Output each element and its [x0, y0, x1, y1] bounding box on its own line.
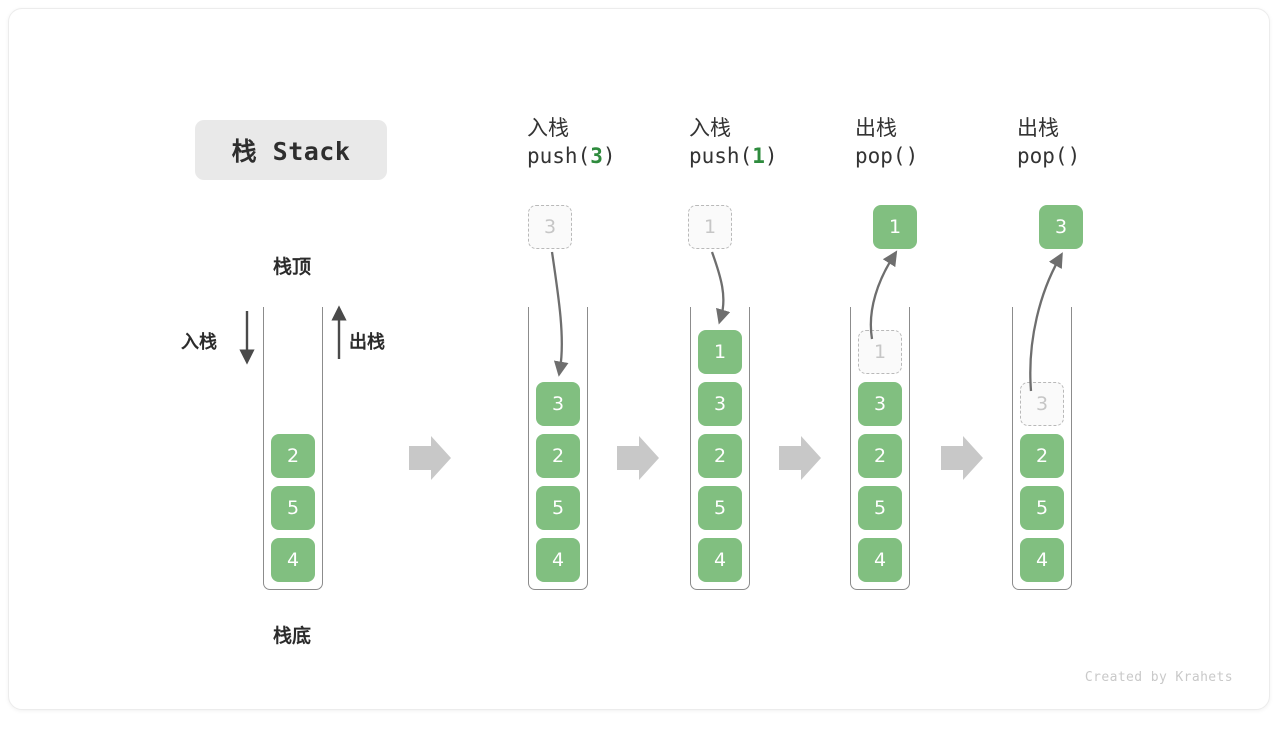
column-header-code: pop() — [855, 143, 919, 168]
stack-cell: 2 — [698, 434, 742, 478]
column-header-pop-1: 出栈 pop() — [855, 115, 918, 170]
stack-cell: 4 — [698, 538, 742, 582]
stack-cell: 1 — [698, 330, 742, 374]
column-header-cn: 入栈 — [527, 116, 569, 140]
stack-cell: 4 — [271, 538, 315, 582]
column-header-cn: 入栈 — [689, 116, 731, 140]
column-header-code: push(1) — [689, 143, 778, 168]
stack-cell: 4 — [536, 538, 580, 582]
stack-container-push-3 — [528, 307, 588, 590]
stack-cell: 2 — [1020, 434, 1064, 478]
popped-cell-1: 1 — [873, 205, 917, 249]
stack-top-label: 栈顶 — [272, 256, 311, 278]
step-arrow-icon — [941, 436, 983, 480]
title-badge: 栈 Stack — [195, 120, 387, 180]
column-header-code: push(3) — [527, 143, 616, 168]
credit-text: Created by Krahets — [1084, 670, 1233, 685]
step-arrow-icon — [617, 436, 659, 480]
stack-cell: 3 — [698, 382, 742, 426]
stack-cell: 2 — [536, 434, 580, 478]
stack-container-pop-3 — [1012, 307, 1072, 590]
popped-cell-3: 3 — [1039, 205, 1083, 249]
stack-container-pop-1 — [850, 307, 910, 590]
push-side-label: 入栈 — [181, 332, 217, 353]
stack-cell-ghost: 1 — [858, 330, 902, 374]
floating-cell-push-1: 1 — [688, 205, 732, 249]
column-header-pop-3: 出栈 pop() — [1017, 115, 1080, 170]
diagram-card: 栈 Stack 栈顶 栈底 入栈 出栈 入栈 push(3) 入栈 push(1… — [8, 8, 1270, 710]
stack-cell: 5 — [271, 486, 315, 530]
stack-cell-ghost: 3 — [1020, 382, 1064, 426]
stack-cell: 4 — [1020, 538, 1064, 582]
stack-cell: 5 — [1020, 486, 1064, 530]
column-header-push-3: 入栈 push(3) — [527, 115, 616, 170]
column-header-push-1: 入栈 push(1) — [689, 115, 778, 170]
stack-cell: 2 — [858, 434, 902, 478]
stack-container-initial — [263, 307, 323, 590]
stack-cell: 5 — [536, 486, 580, 530]
stack-cell: 4 — [858, 538, 902, 582]
stack-container-push-1 — [690, 307, 750, 590]
stack-cell: 3 — [536, 382, 580, 426]
title-text: 栈 Stack — [231, 137, 351, 166]
stack-cell: 3 — [858, 382, 902, 426]
stack-bottom-label: 栈底 — [272, 625, 311, 647]
stack-cell: 5 — [698, 486, 742, 530]
step-arrow-icon — [409, 436, 451, 480]
step-arrow-icon — [779, 436, 821, 480]
stack-cell: 5 — [858, 486, 902, 530]
column-header-cn: 出栈 — [1017, 116, 1059, 140]
pop-side-label: 出栈 — [349, 332, 385, 353]
floating-cell-push-3: 3 — [528, 205, 572, 249]
stack-cell: 2 — [271, 434, 315, 478]
column-header-code: pop() — [1017, 143, 1081, 168]
diagram-stage: 栈 Stack 栈顶 栈底 入栈 出栈 入栈 push(3) 入栈 push(1… — [9, 9, 1269, 709]
column-header-cn: 出栈 — [855, 116, 897, 140]
